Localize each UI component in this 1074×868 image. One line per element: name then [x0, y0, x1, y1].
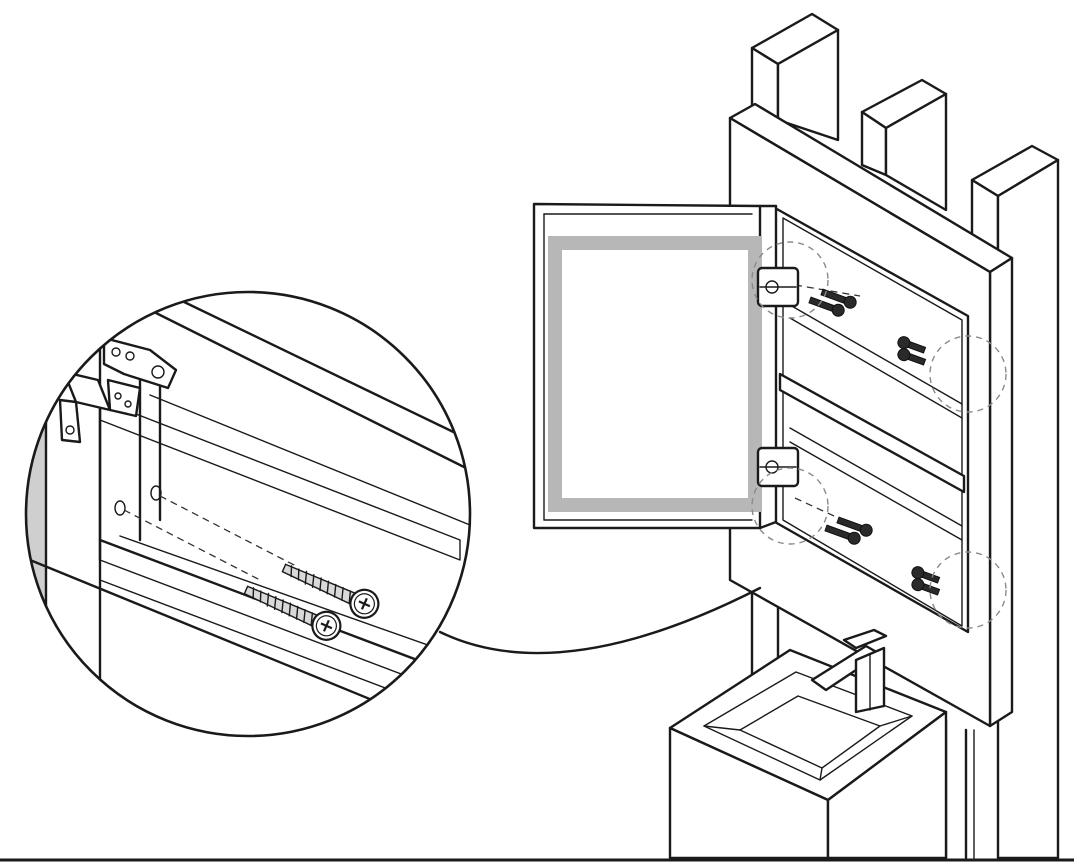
faucet [810, 628, 888, 714]
detail-hinge [58, 336, 178, 444]
hinges [756, 266, 800, 488]
vanity-sink [668, 648, 948, 860]
magnifier-connector [438, 586, 762, 655]
callout-circles [751, 241, 1007, 629]
detail-screw-2 [281, 563, 380, 619]
open-mirror-door [532, 202, 778, 530]
detail-magnifier [24, 290, 472, 738]
cabinet-screws [808, 288, 941, 596]
detail-screw-1 [243, 585, 342, 641]
